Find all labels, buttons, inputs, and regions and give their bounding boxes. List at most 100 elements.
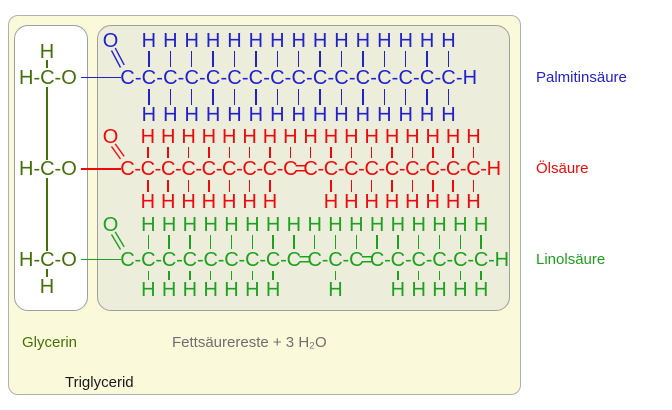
carbon-atom: C [163, 66, 178, 89]
c-h-bond-tick [147, 270, 150, 280]
c-h-bond-tick [272, 270, 274, 280]
single-bond: - [370, 66, 377, 89]
single-bond: - [467, 248, 475, 271]
carbon-atom: C [328, 248, 343, 271]
hydrogen-atom: H [377, 29, 392, 52]
c-h-bond-tick [297, 88, 300, 105]
hydrogen-atom: H [364, 125, 379, 148]
single-bond: - [177, 66, 185, 89]
glycerin-bond-line [46, 178, 48, 251]
carbon-atom: C [262, 158, 278, 180]
single-bond: - [327, 66, 335, 89]
carbon-atom: C [466, 158, 481, 180]
carbon-atom: C [377, 66, 392, 89]
hydrogen-atom: H [201, 191, 217, 213]
c-h-bond-tick [459, 270, 462, 280]
single-bond: - [134, 66, 142, 89]
single-bond: - [337, 158, 345, 180]
hydrogen-atom: H [303, 125, 318, 148]
hydrogen-atom: H [323, 125, 339, 148]
single-bond: - [439, 158, 447, 180]
c-h-bond-tick [187, 146, 190, 158]
glycerin-unit: H-C-O [19, 158, 77, 180]
hydrogen-atom: H [222, 125, 237, 148]
c-h-bond-tick [209, 270, 212, 280]
hydrogen-atom: H [286, 213, 302, 236]
c-h-bond-tick [426, 88, 428, 105]
c-h-bond-tick [297, 50, 300, 67]
hydrogen-atom: H [466, 125, 481, 148]
c-h-bond-tick [459, 234, 462, 249]
hydrogen-atom: H [262, 191, 278, 213]
single-bond: - [276, 158, 284, 180]
single-bond: - [196, 248, 204, 271]
c-h-bond-tick [272, 234, 274, 249]
hydrogen-atom: H [349, 213, 364, 236]
hydrogen-atom: H [291, 29, 306, 52]
c-h-bond-tick [330, 146, 332, 158]
carbon-atom: C [441, 66, 456, 89]
carbon-atom: C [473, 248, 489, 271]
carbon-atom: C [405, 158, 420, 180]
label-oelsaeure: Ölsäure [536, 160, 589, 177]
carbon-atom: C [398, 66, 413, 89]
c-h-bond-tick [319, 88, 321, 105]
hydrogen-atom: H [390, 278, 406, 301]
c-h-bond-tick [228, 180, 230, 192]
c-h-bond-tick [228, 146, 230, 158]
carbon-atom: C [334, 66, 349, 89]
carbon-atom: C [445, 158, 461, 180]
glycerin-unit: H-C-O [19, 248, 77, 271]
hydrogen-atom: H [441, 103, 456, 126]
c-h-bond-tick [147, 180, 149, 192]
single-bond: - [241, 66, 249, 89]
carbon-atom: C [390, 248, 406, 271]
hydrogen-atom: H [494, 248, 510, 271]
carbon-atom: C [141, 248, 156, 271]
single-bond: - [195, 158, 203, 180]
c-h-bond-tick [334, 234, 337, 249]
carbon-atom: C [432, 248, 447, 271]
fatty-acid-panel [97, 25, 510, 311]
hydrogen-atom: H [201, 125, 217, 148]
c-h-bond-tick [212, 88, 214, 105]
hydrogen-atom: H [182, 213, 198, 236]
hydrogen-atom: H [205, 103, 221, 126]
hydrogen-atom: H [398, 103, 413, 126]
carbon-atom: C [286, 248, 302, 271]
single-bond: - [446, 248, 454, 271]
hydrogen-atom: H [445, 191, 461, 213]
single-bond: - [404, 248, 412, 271]
c-h-bond-tick [169, 50, 172, 67]
hydrogen-atom: H [466, 191, 481, 213]
c-h-bond-tick [480, 234, 482, 249]
hydrogen-atom: H [291, 103, 306, 126]
c-h-bond-tick [370, 146, 373, 158]
c-h-bond-tick [269, 146, 271, 158]
double-bond: = [294, 158, 307, 180]
hydrogen-atom: H [245, 278, 260, 301]
hydrogen-atom: H [242, 191, 257, 213]
hydrogen-atom: H [163, 103, 178, 126]
carbon-atom: C [425, 158, 440, 180]
c-h-bond-tick [340, 88, 343, 105]
carbon-atom: C [323, 158, 339, 180]
carbon-atom: C [120, 248, 135, 271]
c-h-bond-tick [187, 180, 190, 192]
glycerin-panel [14, 25, 88, 311]
c-h-bond-tick [334, 270, 337, 280]
hydrogen-atom: H [307, 213, 322, 236]
single-bond: - [176, 248, 183, 271]
hydrogen-atom: H [242, 125, 257, 148]
hydrogen-atom: H [312, 103, 328, 126]
hydrogen-atom: H [141, 29, 157, 52]
hydrogen-atom: H [432, 278, 447, 301]
hydrogen-atom: H [405, 125, 420, 148]
c-h-bond-tick [148, 50, 150, 67]
single-bond: - [215, 158, 223, 180]
c-h-bond-tick [391, 180, 393, 192]
caption-fatty-acids: Fettsäurereste + 3 H₂O [172, 334, 327, 351]
single-bond: - [220, 66, 228, 89]
carbon-atom: C [364, 158, 379, 180]
carbon-atom: C [222, 158, 237, 180]
